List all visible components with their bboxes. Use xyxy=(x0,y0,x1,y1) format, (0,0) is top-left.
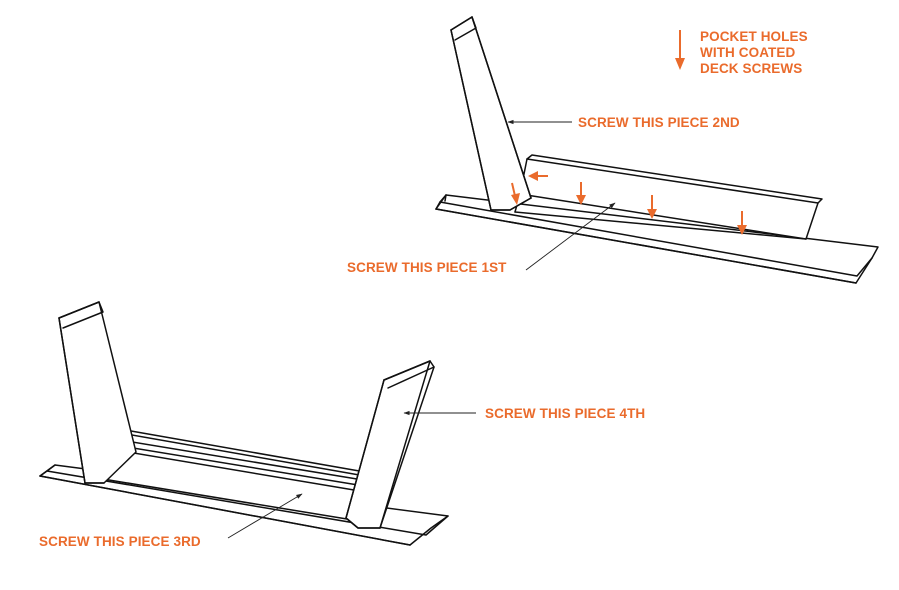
callout-piece-3rd: SCREW THIS PIECE 3RD xyxy=(39,493,303,549)
screw-arrow-icon xyxy=(528,171,548,181)
callout-piece-2nd: SCREW THIS PIECE 2ND xyxy=(507,115,740,130)
legend-line-3: DECK SCREWS xyxy=(700,61,802,76)
legend-line-2: WITH COATED xyxy=(700,45,795,60)
screw-arrow-icon xyxy=(511,182,520,205)
label-piece-2nd: SCREW THIS PIECE 2ND xyxy=(578,115,740,130)
screw-arrow-icon xyxy=(647,195,657,219)
bottom-left-post xyxy=(58,301,137,484)
label-piece-1st: SCREW THIS PIECE 1ST xyxy=(347,260,507,275)
label-piece-3rd: SCREW THIS PIECE 3RD xyxy=(39,534,201,549)
screw-arrow-icon xyxy=(576,182,586,205)
pocket-hole-legend: POCKET HOLES WITH COATED DECK SCREWS xyxy=(675,29,808,76)
callout-piece-4th: SCREW THIS PIECE 4TH xyxy=(403,406,645,421)
bottom-right-post-piece-4th xyxy=(345,360,435,529)
top-assembly xyxy=(435,16,879,284)
leader-arrow-icon xyxy=(227,493,303,539)
down-arrow-icon xyxy=(675,30,685,70)
screw-arrow-icon xyxy=(737,211,747,235)
top-post-piece-2nd xyxy=(450,16,532,211)
leader-arrow-icon xyxy=(525,202,616,271)
legend-line-1: POCKET HOLES xyxy=(700,29,808,44)
bottom-assembly xyxy=(39,301,449,546)
pocket-hole-screws xyxy=(511,171,747,235)
label-piece-4th: SCREW THIS PIECE 4TH xyxy=(485,406,645,421)
callout-piece-1st: SCREW THIS PIECE 1ST xyxy=(347,202,616,275)
